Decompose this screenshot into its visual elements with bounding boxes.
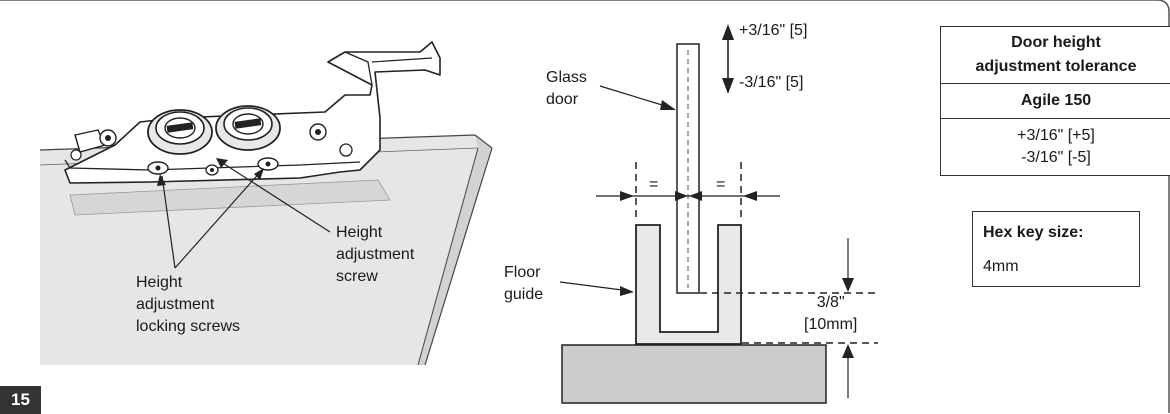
hex-key-box: Hex key size: 4mm <box>972 211 1140 287</box>
depth-label: 3/8" [10mm] <box>804 294 858 333</box>
floor-guide-channel <box>635 224 742 345</box>
plus-tolerance-label: +3/16" [5] <box>739 22 808 39</box>
height-adjustment-screw-label: Height adjustment screw <box>336 224 415 285</box>
floor-block <box>561 344 827 404</box>
roller-right <box>215 105 281 151</box>
page-number: 15 <box>0 386 41 414</box>
equal-left-label: = <box>649 176 659 193</box>
equal-right-label: = <box>716 176 726 193</box>
locking-screws-label: Height adjustment locking screws <box>136 274 241 335</box>
hardware-illustration <box>39 41 493 366</box>
glass-panel-edge <box>418 135 492 365</box>
tolerance-table: Door height adjustment tolerance Agile 1… <box>940 26 1170 176</box>
glass-door-label: Glass door <box>546 69 587 108</box>
hex-key-title: Hex key size: <box>983 224 1084 241</box>
tolerance-table-values: +3/16" [+5] -3/16" [-5] <box>1017 127 1095 166</box>
hex-key-value: 4mm <box>983 258 1019 275</box>
minus-tolerance-label: -3/16" [5] <box>739 74 804 91</box>
roller-left <box>147 109 213 155</box>
tolerance-table-product: Agile 150 <box>941 84 1170 119</box>
section-diagram <box>559 24 878 404</box>
tolerance-table-header: Door height adjustment tolerance <box>941 27 1170 84</box>
floor-guide-label: Floor guide <box>504 264 544 303</box>
